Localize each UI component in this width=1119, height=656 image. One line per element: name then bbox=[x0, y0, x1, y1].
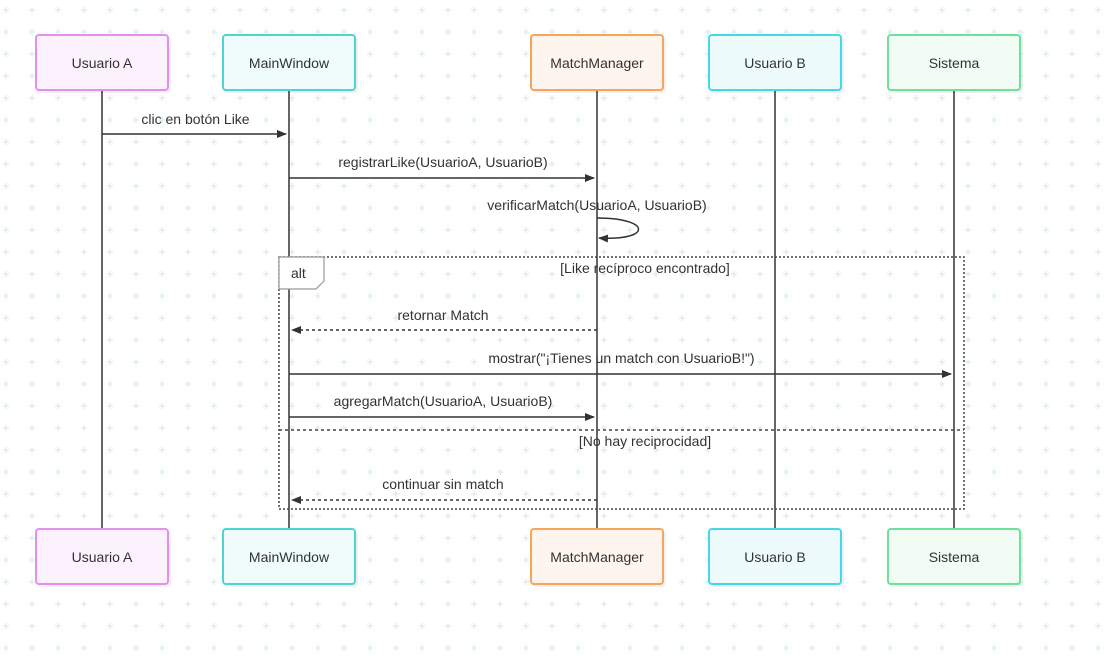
alt-condition-2: [No hay reciprocidad] bbox=[578, 433, 712, 449]
actor-matchManager-bottom: MatchManager bbox=[530, 528, 664, 585]
actor-label: Sistema bbox=[928, 548, 980, 565]
actor-matchManager-top: MatchManager bbox=[530, 34, 664, 91]
actor-label: MainWindow bbox=[248, 54, 330, 71]
message-label-5: mostrar("¡Tienes un match con UsuarioB!"… bbox=[488, 350, 755, 366]
alt-label-box bbox=[278, 256, 325, 290]
actor-usuarioB-top: Usuario B bbox=[708, 34, 842, 91]
message-label-2: registrarLike(UsuarioA, UsuarioB) bbox=[338, 154, 548, 170]
message-arrow-3 bbox=[596, 217, 640, 243]
alt-fragment-frame bbox=[278, 256, 965, 510]
actor-label: Usuario B bbox=[744, 548, 806, 565]
message-label-6: agregarMatch(UsuarioA, UsuarioB) bbox=[333, 393, 553, 409]
actor-label: Usuario A bbox=[71, 548, 133, 565]
message-label-1: clic en botón Like bbox=[141, 111, 250, 127]
message-label-7: continuar sin match bbox=[382, 476, 504, 492]
actor-label: MainWindow bbox=[248, 548, 330, 565]
actor-label: MatchManager bbox=[550, 548, 644, 565]
alt-fragment-label: alt bbox=[291, 265, 306, 281]
actor-label: Sistema bbox=[928, 54, 980, 71]
actor-mainWindow-top: MainWindow bbox=[222, 34, 356, 91]
actor-sistema-bottom: Sistema bbox=[887, 528, 1021, 585]
alt-condition-1: [Like recíproco encontrado] bbox=[560, 260, 730, 276]
actor-mainWindow-bottom: MainWindow bbox=[222, 528, 356, 585]
actor-usuarioB-bottom: Usuario B bbox=[708, 528, 842, 585]
actor-label: Usuario A bbox=[71, 54, 133, 71]
actor-label: MatchManager bbox=[550, 54, 644, 71]
message-label-4: retornar Match bbox=[397, 307, 489, 323]
actor-usuarioA-top: Usuario A bbox=[35, 34, 169, 91]
actor-usuarioA-bottom: Usuario A bbox=[35, 528, 169, 585]
actor-label: Usuario B bbox=[744, 54, 806, 71]
actor-sistema-top: Sistema bbox=[887, 34, 1021, 91]
message-label-3: verificarMatch(UsuarioA, UsuarioB) bbox=[487, 197, 707, 213]
